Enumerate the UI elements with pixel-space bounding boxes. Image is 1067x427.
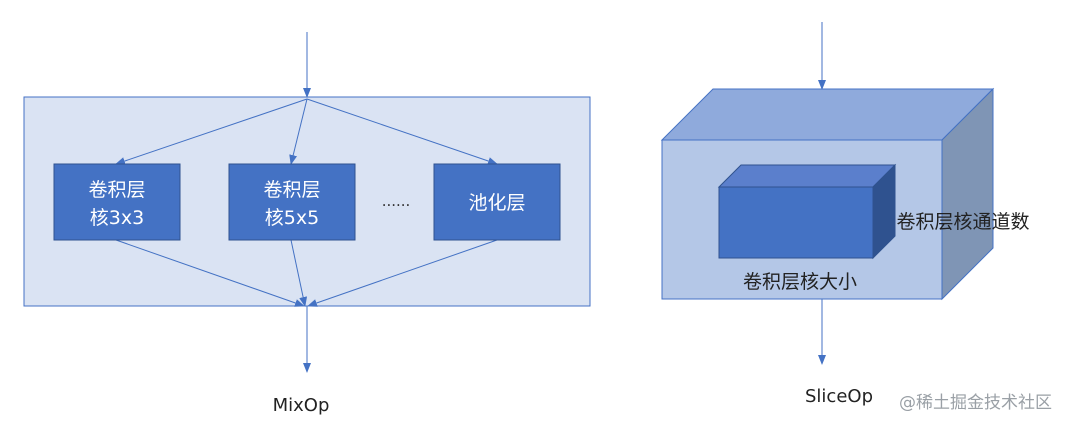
inner-cube-front — [718, 186, 874, 259]
op-box-pooling: 池化层 — [433, 163, 561, 241]
kernel-size-label: 卷积层核大小 — [743, 271, 857, 293]
op-label-line2: 核3x3 — [90, 207, 144, 229]
op-box-conv5x5: 卷积层 核5x5 — [228, 163, 356, 241]
op-label-line1: 卷积层 — [88, 179, 145, 201]
fanout-arrow-op1 — [115, 98, 308, 165]
fanout-arrow-op2 — [289, 98, 308, 165]
channel-count-label: 卷积层核通道数 — [896, 211, 1029, 233]
op-box-conv3x3: 卷积层 核3x3 — [53, 163, 181, 241]
sliceop-caption: SliceOp — [805, 386, 873, 407]
op-label-line2: 核5x5 — [265, 207, 319, 229]
fanout-arrow-op3 — [306, 98, 498, 165]
fanin-line-op2 — [290, 239, 308, 307]
op-label: 池化层 — [468, 192, 525, 214]
mixop-diagram: 卷积层 核3x3 卷积层 核5x5 ...... 池化层 MixOp — [23, 32, 591, 416]
outer-cube-top — [660, 88, 995, 141]
inner-cube — [717, 163, 897, 260]
inner-cube-top — [717, 164, 897, 188]
watermark-text: @稀土掘金技术社区 — [899, 393, 1052, 413]
ellipsis-text: ...... — [382, 192, 411, 210]
fanin-line-op3 — [307, 239, 498, 307]
op-label-line1: 卷积层 — [263, 179, 320, 201]
fanin-line-op1 — [115, 239, 305, 307]
mixop-caption: MixOp — [273, 395, 330, 416]
sliceop-diagram: 卷积层核通道数 卷积层核大小 SliceOp — [660, 22, 1030, 407]
